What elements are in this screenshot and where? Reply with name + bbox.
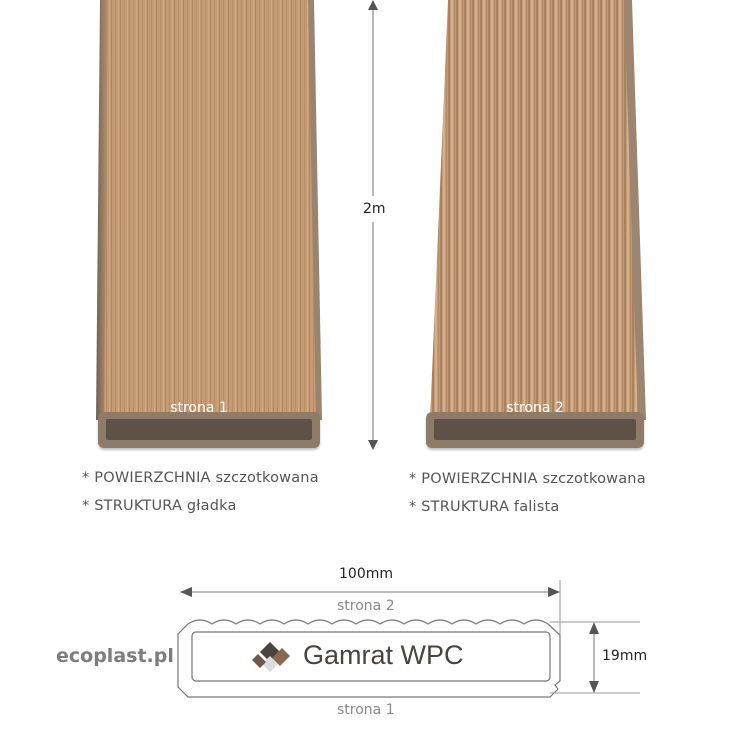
board-hollow [434, 419, 636, 440]
side-label: strona 1 [170, 400, 228, 416]
width-label: 100mm [339, 566, 393, 582]
cross-section-diagram [177, 580, 640, 698]
features-side-2: * POWIERZCHNIA szczotkowana * STRUKTURA … [409, 465, 646, 521]
board-end-profile [426, 412, 644, 448]
cross-section-top-label: strona 2 [337, 598, 395, 614]
board-side-1: strona 1 [96, 0, 322, 450]
feature-surface: * POWIERZCHNIA szczotkowana [409, 471, 646, 487]
board-end-profile [98, 412, 320, 448]
feature-structure: * STRUKTURA falista [409, 499, 560, 515]
length-dimension-arrow [368, 0, 378, 450]
logo-text: Gamrat WPC [303, 640, 464, 670]
board-face-ribbed [430, 0, 646, 420]
features-side-1: * POWIERZCHNIA szczotkowana * STRUKTURA … [82, 464, 319, 520]
gamrat-logo-icon [252, 642, 290, 672]
cross-section-bottom-label: strona 1 [337, 702, 395, 718]
thickness-label: 19mm [602, 648, 648, 664]
feature-structure: * STRUKTURA gładka [82, 498, 237, 514]
board-face-smooth [96, 0, 322, 420]
brand-website: ecoplast.pl [56, 645, 174, 667]
board-side-2: strona 2 [424, 0, 650, 450]
length-label: 2m [363, 201, 386, 217]
board-hollow [106, 419, 312, 440]
side-label: strona 2 [506, 400, 564, 416]
feature-surface: * POWIERZCHNIA szczotkowana [82, 470, 319, 486]
